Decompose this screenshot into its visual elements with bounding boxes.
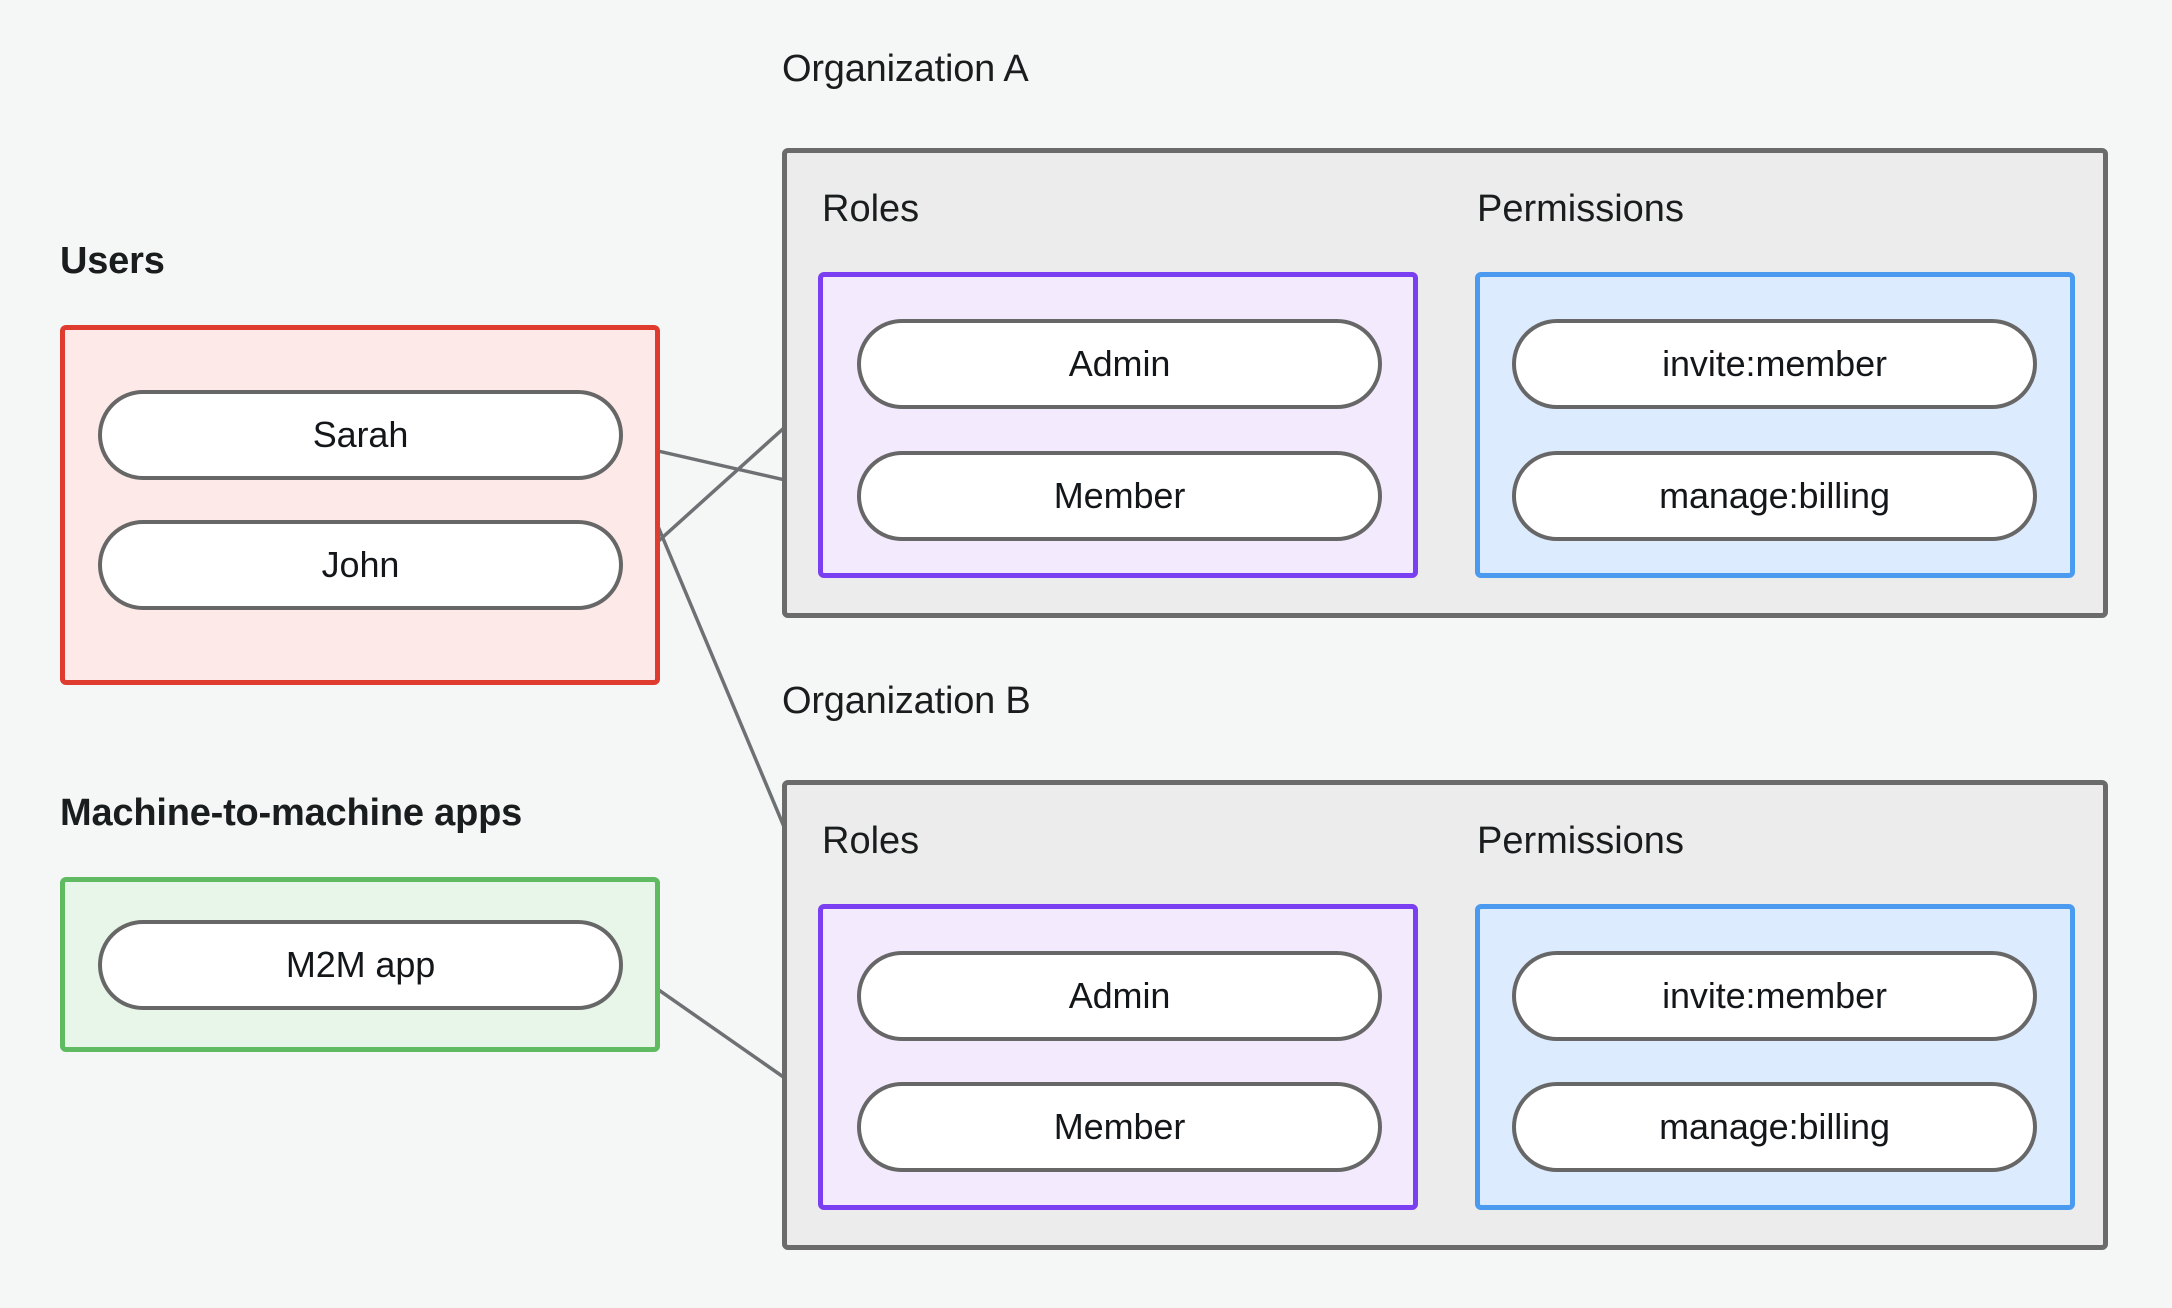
org-a-roles-caption: Roles (822, 188, 920, 230)
users-group-box (60, 325, 660, 685)
node-label: Member (1053, 1106, 1186, 1147)
node-orgB-perm-manage-billing[interactable]: manage:billing (1512, 1082, 2037, 1172)
node-label: Member (1053, 475, 1186, 516)
org-b-permissions-caption: Permissions (1477, 820, 1684, 862)
node-label: Admin (1068, 343, 1171, 384)
node-label: Admin (1068, 975, 1171, 1016)
node-label: Sarah (312, 414, 409, 455)
node-orgA-role-admin[interactable]: Admin (857, 319, 1382, 409)
org-a-caption: Organization A (782, 48, 1029, 90)
node-orgA-perm-invite-member[interactable]: invite:member (1512, 319, 2037, 409)
node-orgB-role-admin[interactable]: Admin (857, 951, 1382, 1041)
node-orgA-role-member[interactable]: Member (857, 451, 1382, 541)
node-label: John (321, 544, 400, 585)
node-user-john[interactable]: John (98, 520, 623, 610)
node-orgB-perm-invite-member[interactable]: invite:member (1512, 951, 2037, 1041)
node-orgB-role-member[interactable]: Member (857, 1082, 1382, 1172)
org-b-roles-caption: Roles (822, 820, 920, 862)
node-label: manage:billing (1659, 475, 1890, 516)
node-label: manage:billing (1659, 1106, 1890, 1147)
node-m2m-app[interactable]: M2M app (98, 920, 623, 1010)
node-label: M2M app (285, 944, 436, 985)
org-b-caption: Organization B (782, 680, 1031, 722)
node-user-sarah[interactable]: Sarah (98, 390, 623, 480)
node-orgA-perm-manage-billing[interactable]: manage:billing (1512, 451, 2037, 541)
org-a-permissions-caption: Permissions (1477, 188, 1684, 230)
m2m-caption: Machine-to-machine apps (60, 792, 523, 834)
node-label: invite:member (1662, 975, 1887, 1016)
users-caption: Users (60, 240, 165, 282)
node-label: invite:member (1662, 343, 1887, 384)
